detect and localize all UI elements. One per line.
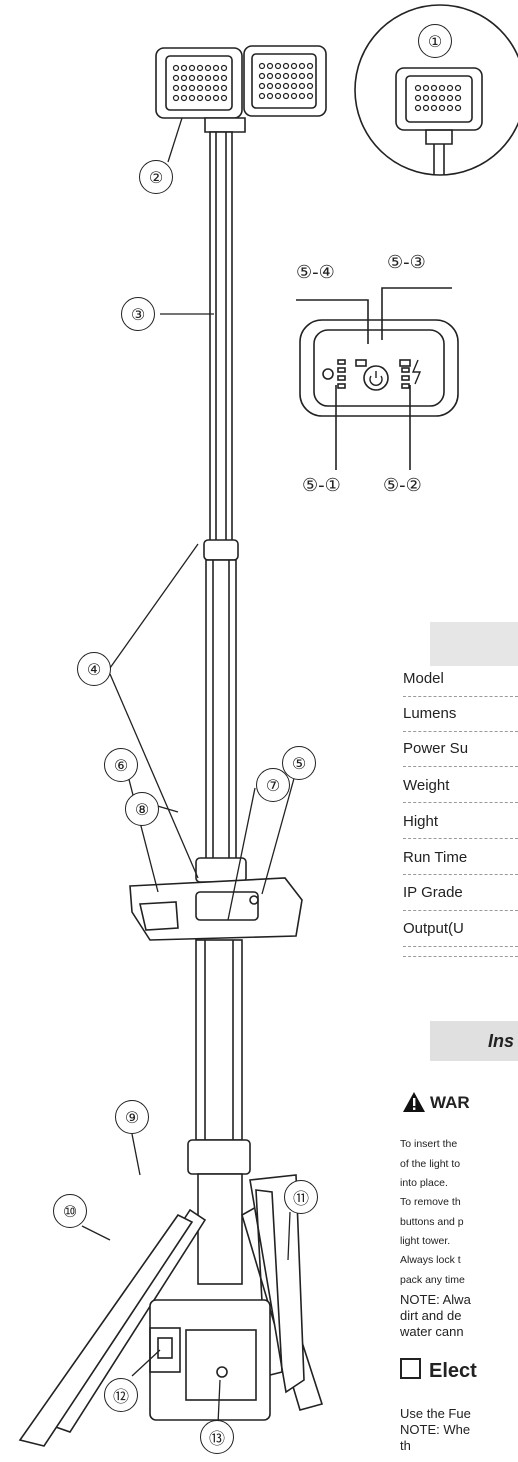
install-note-line: NOTE: Alwa [400, 1292, 471, 1307]
spec-row-ip-grade: IP Grade [403, 884, 463, 901]
callout-5: ⑤ [282, 746, 316, 780]
callout-5-4: ⑤-④ [296, 262, 335, 283]
spec-divider [403, 956, 518, 957]
spec-divider [403, 838, 518, 839]
electrical-heading: Elect [400, 1358, 518, 1383]
callout-3: ③ [121, 297, 155, 331]
spec-row-run-time: Run Time [403, 849, 468, 866]
install-text-line: into place. [400, 1177, 448, 1189]
battery-base [149, 1299, 271, 1421]
install-note-line: dirt and de [400, 1308, 462, 1323]
spec-divider [403, 766, 518, 767]
mast [195, 131, 247, 883]
callout-5-2: ⑤-② [383, 475, 422, 496]
light-head [155, 45, 327, 133]
install-note-line: water cann [400, 1324, 464, 1339]
spec-divider [403, 696, 518, 697]
warning-label: WAR [430, 1093, 470, 1112]
spec-row-power-supply: Power Su [403, 740, 469, 757]
install-text-line: light tower. [400, 1235, 451, 1247]
lower-column [187, 939, 251, 1285]
install-text-line: To insert the [400, 1138, 458, 1150]
control-hub [129, 877, 303, 941]
install-text-line: Always lock t [400, 1254, 461, 1266]
install-text-line: To remove th [400, 1196, 461, 1208]
callout-1: ① [418, 24, 452, 58]
spec-row-weight: Weight [403, 777, 450, 794]
install-heading: Ins [430, 1021, 518, 1061]
electrical-heading-text: Elect [429, 1360, 477, 1382]
spec-divider [403, 874, 518, 875]
callout-8: ⑧ [125, 792, 159, 826]
spec-divider [403, 946, 518, 947]
callout-11: ⑪ [284, 1180, 318, 1214]
electrical-text-line: th [400, 1438, 411, 1453]
callout-4: ④ [77, 652, 111, 686]
callout-2: ② [139, 160, 173, 194]
spec-divider [403, 910, 518, 911]
spec-divider [403, 802, 518, 803]
callout-5-1: ⑤-① [302, 475, 341, 496]
spec-divider [403, 731, 518, 732]
warning-icon [403, 1092, 425, 1112]
install-text-line: pack any time [400, 1274, 465, 1286]
callout-7: ⑦ [256, 768, 290, 802]
install-text-line: buttons and p [400, 1216, 464, 1228]
callout-10: ⑩ [53, 1194, 87, 1228]
callout-5-3: ⑤-③ [387, 252, 426, 273]
callout-13: ⑬ [200, 1420, 234, 1454]
spec-row-output: Output(U [403, 920, 464, 937]
callout-9: ⑨ [115, 1100, 149, 1134]
callout-12: ⑫ [104, 1378, 138, 1412]
callout-6: ⑥ [104, 748, 138, 782]
electrical-text-line: Use the Fue [400, 1406, 471, 1421]
checkbox-square-icon [400, 1358, 421, 1379]
magnified-inset [354, 4, 518, 176]
spec-table-header [430, 622, 518, 666]
install-text-line: of the light to [400, 1158, 461, 1170]
electrical-text-line: NOTE: Whe [400, 1422, 471, 1437]
spec-row-height: Hight [403, 813, 439, 830]
control-panel-detail [296, 287, 459, 470]
spec-row-model: Model [403, 670, 444, 687]
spec-row-lumens: Lumens [403, 705, 457, 722]
